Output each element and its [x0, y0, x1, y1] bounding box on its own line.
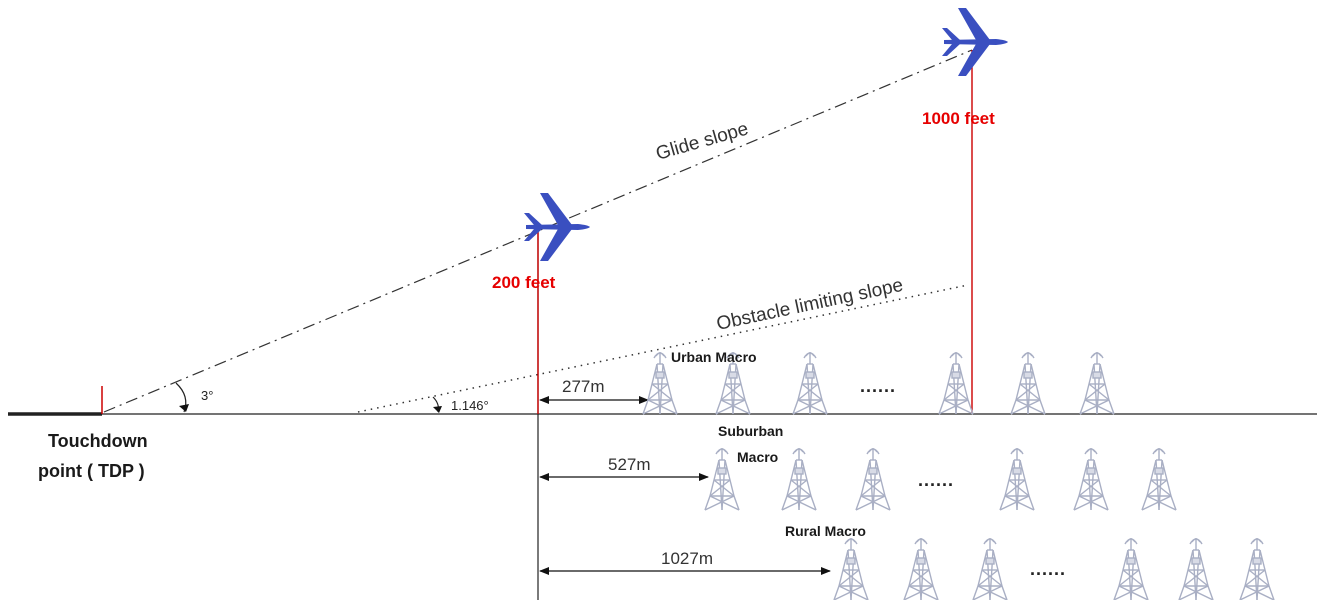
suburban-macro-label-line1: Suburban — [718, 423, 783, 439]
obstacle-angle-arrowhead — [433, 406, 442, 413]
rural-ellipsis: ...... — [1030, 559, 1066, 579]
obstacle-angle-label: 1.146° — [451, 398, 489, 413]
cell-tower-icon — [792, 351, 828, 415]
cell-tower-icon — [1178, 537, 1214, 600]
cell-tower-icon — [972, 537, 1008, 600]
distance-label-rural: 1027m — [661, 549, 713, 568]
rural-macro-label: Rural Macro — [785, 523, 866, 539]
suburban-ellipsis: ...... — [918, 470, 954, 490]
distance-label-urban: 277m — [562, 377, 605, 396]
cell-tower-icon — [1010, 351, 1046, 415]
height-1000-label: 1000 feet — [922, 109, 995, 128]
airplane-icon — [524, 193, 590, 261]
cell-tower-icon — [1141, 447, 1177, 511]
glide-slope-label: Glide slope — [654, 118, 751, 164]
cell-tower-icon — [1113, 537, 1149, 600]
cell-tower-icon — [1239, 537, 1275, 600]
urban-ellipsis: ...... — [860, 376, 896, 396]
cell-tower-icon — [1073, 447, 1109, 511]
cell-tower-icon — [938, 351, 974, 415]
suburban-macro-label-line2: Macro — [737, 449, 778, 465]
distance-label-suburban: 527m — [608, 455, 651, 474]
cell-tower-icon — [999, 447, 1035, 511]
cell-tower-icon — [833, 537, 869, 600]
urban-macro-label: Urban Macro — [671, 349, 757, 365]
tdp-label-line2: point ( TDP ) — [38, 461, 145, 481]
cell-tower-icon — [1079, 351, 1115, 415]
tdp-label-line1: Touchdown — [48, 431, 148, 451]
obstacle-slope-label: Obstacle limiting slope — [715, 275, 905, 335]
cell-tower-icon — [704, 447, 740, 511]
glide-angle-arrowhead — [179, 404, 189, 412]
cell-tower-icon — [855, 447, 891, 511]
glide-angle-label: 3° — [201, 388, 213, 403]
height-200-label: 200 feet — [492, 273, 556, 292]
airplane-icon — [942, 8, 1008, 76]
cell-tower-icon — [903, 537, 939, 600]
cell-tower-icon — [781, 447, 817, 511]
